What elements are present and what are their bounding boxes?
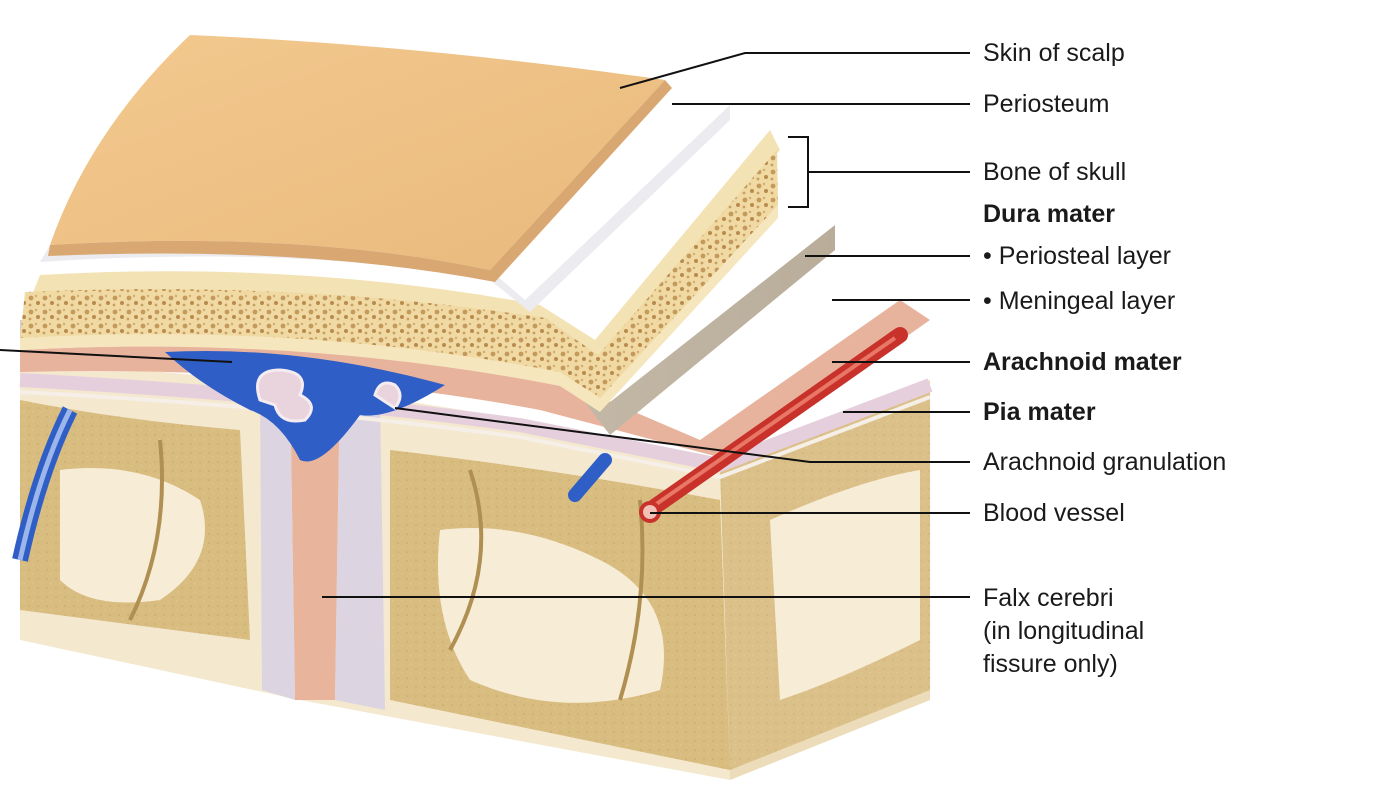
label-arachnoid-granulation: Arachnoid granulation bbox=[983, 448, 1227, 476]
sulcus bbox=[128, 439, 164, 621]
white-matter-left bbox=[60, 468, 205, 603]
arachnoid-granulation bbox=[256, 368, 313, 423]
leader-sinus bbox=[0, 349, 233, 363]
label-periosteum: Periosteum bbox=[983, 90, 1110, 118]
label-pia-mater: Pia mater bbox=[983, 398, 1096, 426]
leader-skin-of-scalp bbox=[619, 52, 970, 89]
label-dura-mater: Dura mater bbox=[983, 200, 1115, 228]
bone-bracket bbox=[788, 136, 809, 208]
white-matter-right bbox=[438, 528, 664, 703]
white-matter-side bbox=[770, 470, 920, 700]
arachnoid-granulation bbox=[373, 381, 402, 411]
label-bone-of-skull: Bone of skull bbox=[983, 158, 1127, 186]
label-arachnoid-mater: Arachnoid mater bbox=[983, 348, 1182, 376]
sulcus bbox=[618, 499, 645, 701]
falx-cerebri-edge bbox=[335, 380, 385, 710]
vein-left-highlight bbox=[17, 408, 73, 561]
label-meningeal-layer: • Meningeal layer bbox=[983, 287, 1176, 315]
label-periosteal-layer: • Periosteal layer bbox=[983, 242, 1172, 270]
leader-lines bbox=[0, 52, 970, 598]
label-skin-of-scalp: Skin of scalp bbox=[983, 39, 1125, 67]
label-falx-cerebri: Falx cerebri (in longitudinal fissure on… bbox=[983, 584, 1145, 678]
artery-highlight bbox=[653, 336, 897, 507]
label-blood-vessel: Blood vessel bbox=[983, 499, 1125, 527]
leader-arachnoid-granulation bbox=[394, 407, 970, 463]
vein-vessel bbox=[568, 453, 612, 502]
meningeal-dura bbox=[20, 300, 930, 460]
sulcus bbox=[448, 469, 484, 651]
scalp bbox=[50, 35, 665, 270]
falx-cerebri-edge bbox=[260, 380, 295, 700]
